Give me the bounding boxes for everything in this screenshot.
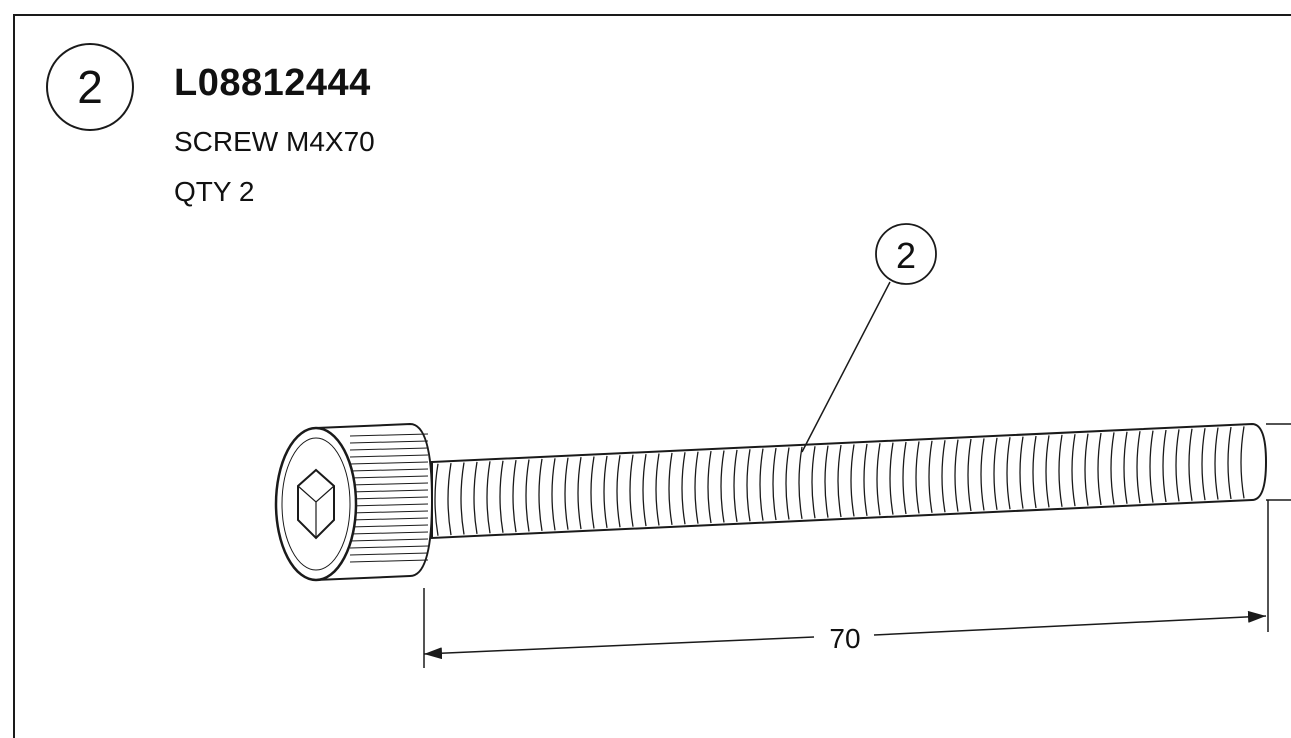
thread-crest bbox=[1097, 432, 1102, 506]
knurl-line bbox=[349, 545, 429, 549]
thread-crest bbox=[889, 442, 894, 515]
callout-number: 2 bbox=[896, 235, 916, 276]
thread-crest bbox=[1032, 435, 1037, 509]
thread-lines bbox=[434, 426, 1245, 536]
knurl-line bbox=[349, 531, 429, 535]
thread-crest bbox=[863, 443, 868, 516]
dimension-line-right bbox=[873, 610, 1267, 636]
knurl-line bbox=[349, 475, 429, 479]
head-knurling bbox=[349, 433, 429, 563]
step-number-badge: 2 bbox=[46, 43, 134, 131]
thread-crest bbox=[434, 463, 439, 536]
thread-crest bbox=[538, 458, 543, 532]
thread-crest bbox=[551, 458, 556, 531]
knurl-line bbox=[349, 496, 429, 500]
thread-crest bbox=[590, 456, 595, 529]
thread-crest bbox=[707, 450, 712, 524]
thread-crest bbox=[1227, 426, 1232, 500]
callout-circle bbox=[875, 223, 937, 285]
thread-crest bbox=[1149, 430, 1154, 503]
knurl-line bbox=[349, 559, 429, 563]
knurl-line bbox=[349, 482, 429, 486]
knurl-line bbox=[349, 503, 429, 507]
thread-crest bbox=[577, 456, 582, 530]
thread-crest bbox=[993, 437, 998, 510]
thread-crest bbox=[902, 441, 907, 515]
thread-crest bbox=[876, 443, 881, 516]
screw-shaft bbox=[431, 422, 1268, 540]
thread-crest bbox=[785, 447, 790, 520]
thread-crest bbox=[850, 444, 855, 517]
thread-crest bbox=[1123, 431, 1128, 504]
dimension-line-left bbox=[423, 636, 815, 660]
thread-crest bbox=[1188, 428, 1193, 501]
thread-crest bbox=[447, 463, 452, 536]
thread-crest bbox=[668, 452, 673, 525]
thread-crest bbox=[928, 440, 933, 513]
knurl-line bbox=[349, 461, 429, 465]
thread-crest bbox=[941, 440, 946, 513]
knurl-line bbox=[349, 440, 429, 444]
thread-crest bbox=[746, 449, 751, 522]
thread-crest bbox=[824, 445, 829, 518]
thread-crest bbox=[1162, 429, 1167, 503]
thread-crest bbox=[1045, 435, 1050, 508]
knurl-line bbox=[349, 517, 429, 521]
thread-crest bbox=[486, 461, 491, 534]
thread-crest bbox=[1110, 432, 1115, 505]
thread-crest bbox=[837, 444, 842, 518]
thread-crest bbox=[460, 462, 465, 535]
thread-crest bbox=[473, 461, 478, 535]
step-number: 2 bbox=[77, 61, 103, 113]
thread-crest bbox=[759, 448, 764, 521]
thread-crest bbox=[980, 438, 985, 511]
knurl-line bbox=[349, 552, 429, 556]
knurl-line bbox=[349, 433, 429, 437]
knurl-line bbox=[349, 447, 429, 451]
part-quantity: QTY 2 bbox=[174, 176, 255, 207]
thread-crest bbox=[1084, 433, 1089, 506]
thread-crest bbox=[1071, 434, 1076, 507]
knurl-line bbox=[349, 510, 429, 514]
thread-crest bbox=[772, 447, 777, 521]
thread-crest bbox=[655, 453, 660, 526]
thread-crest bbox=[967, 438, 972, 512]
thread-crest bbox=[1175, 429, 1180, 502]
thread-crest bbox=[1201, 428, 1206, 501]
thread-crest bbox=[733, 449, 738, 522]
thread-crest bbox=[694, 451, 699, 524]
thread-crest bbox=[1214, 427, 1219, 500]
thread-crest bbox=[681, 452, 686, 525]
thread-crest bbox=[1006, 437, 1011, 510]
thread-crest bbox=[603, 455, 608, 528]
screw-head bbox=[274, 422, 434, 582]
knurl-line bbox=[349, 489, 429, 493]
thread-crest bbox=[1019, 436, 1024, 509]
thread-crest bbox=[915, 441, 920, 514]
part-description: SCREW M4X70 bbox=[174, 126, 375, 157]
thread-crest bbox=[811, 446, 816, 519]
thread-crest bbox=[1240, 426, 1245, 499]
dimension-length-label: 70 bbox=[829, 623, 860, 654]
thread-crest bbox=[1136, 431, 1141, 504]
knurl-line bbox=[349, 524, 429, 528]
thread-crest bbox=[629, 454, 634, 527]
thread-crest bbox=[525, 459, 530, 532]
callout-leader-line bbox=[801, 281, 891, 453]
thread-crest bbox=[954, 439, 959, 512]
knurl-line bbox=[349, 468, 429, 472]
thread-crest bbox=[564, 457, 569, 530]
knurl-line bbox=[349, 538, 429, 542]
thread-crest bbox=[642, 453, 647, 527]
part-number: L08812444 bbox=[174, 62, 371, 104]
thread-crest bbox=[616, 455, 621, 528]
thread-crest bbox=[512, 460, 517, 533]
knurl-line bbox=[349, 454, 429, 458]
thread-crest bbox=[798, 446, 803, 519]
thread-crest bbox=[1058, 434, 1063, 507]
thread-crest bbox=[720, 450, 725, 523]
thread-crest bbox=[499, 460, 504, 533]
